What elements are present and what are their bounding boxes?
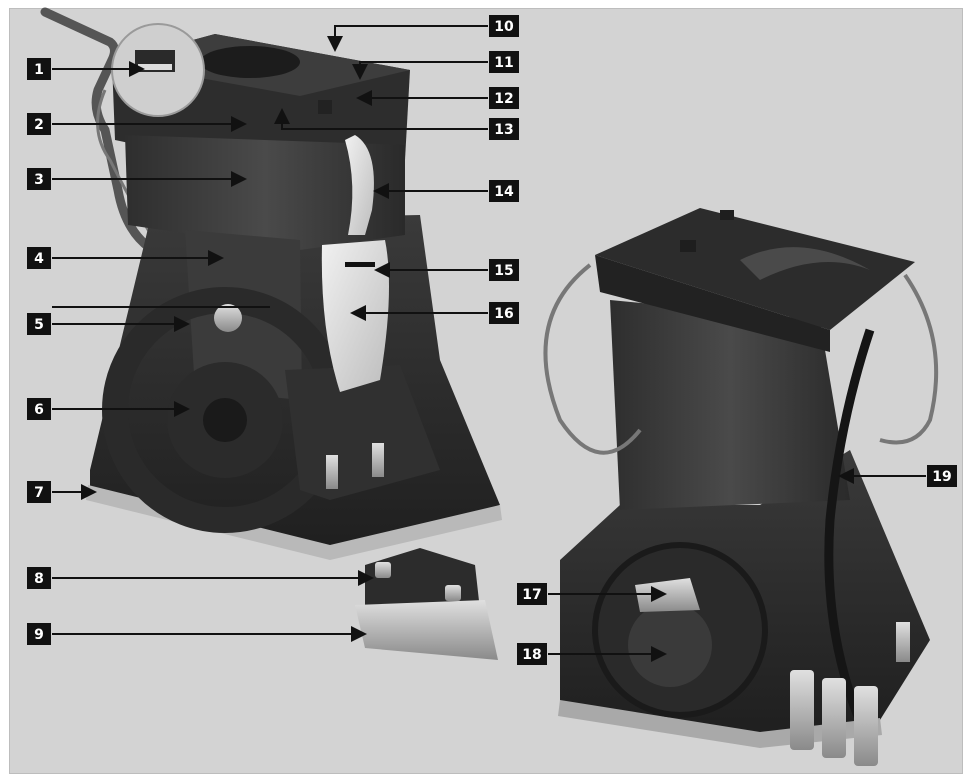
right-device-illustration (543, 208, 939, 766)
callout-4: 4 (27, 247, 51, 269)
callout-label: 1 (34, 62, 44, 78)
callout-label: 8 (34, 571, 44, 587)
clamp-plate (355, 600, 498, 660)
callout-label: 13 (494, 122, 513, 138)
arrow-11 (352, 61, 488, 80)
callout-label: 7 (34, 485, 44, 501)
callout-label: 16 (494, 306, 513, 322)
left-device-illustration (40, 7, 502, 560)
callout-19: 19 (927, 465, 957, 487)
arrow-10 (327, 25, 488, 52)
callout-18: 18 (517, 643, 547, 665)
rear-cover-side (595, 255, 830, 352)
rear-body (610, 300, 850, 510)
callout-5: 5 (27, 313, 51, 335)
callout-15: 15 (489, 259, 519, 281)
callout-label: 5 (34, 317, 44, 333)
callout-label: 10 (494, 19, 514, 35)
callout-16: 16 (489, 302, 519, 324)
callout-label: 6 (34, 402, 44, 418)
callout-label: 9 (34, 627, 44, 643)
knob-10 (318, 100, 332, 114)
callout-13: 13 (489, 118, 519, 140)
lever-slot (345, 262, 375, 267)
base-plate (86, 485, 502, 560)
callout-17: 17 (517, 583, 547, 605)
rail (185, 230, 302, 400)
clamp-illustration (355, 548, 498, 660)
cylinder (790, 670, 814, 750)
callout-label: 3 (34, 172, 44, 188)
rear-knob (680, 240, 696, 252)
callout-2: 2 (27, 113, 51, 135)
callout-label: 2 (34, 117, 44, 133)
rear-bolt (896, 622, 910, 662)
rear-wire (543, 263, 642, 455)
cover-logo-swoosh (740, 247, 870, 280)
callout-label: 11 (494, 55, 513, 71)
rear-wire (879, 273, 939, 445)
callout-label: 18 (522, 647, 541, 663)
motor-body (125, 135, 405, 250)
pulley (214, 304, 242, 332)
bolt (372, 443, 384, 477)
arrow-13 (274, 108, 488, 130)
clamp-bolt (445, 585, 461, 601)
rear-hub (628, 603, 712, 687)
callout-8: 8 (27, 567, 51, 589)
callout-label: 17 (522, 587, 541, 603)
callout-6: 6 (27, 398, 51, 420)
callout-arrows (52, 25, 926, 662)
callout-label: 12 (494, 91, 513, 107)
callout-1: 1 (27, 58, 51, 80)
callout-7: 7 (27, 481, 51, 503)
callout-9: 9 (27, 623, 51, 645)
cover-dome (200, 46, 300, 78)
gear-box (285, 365, 440, 500)
callout-label: 14 (494, 184, 514, 200)
cylinder (854, 686, 878, 766)
callout-label: 4 (34, 251, 44, 267)
callout-3: 3 (27, 168, 51, 190)
cylinder (822, 678, 846, 758)
callout-label: 15 (494, 263, 513, 279)
rear-knob (720, 210, 734, 220)
callout-14: 14 (489, 180, 519, 202)
callout-10: 10 (489, 15, 519, 37)
clamp-bolt (375, 562, 391, 578)
rear-cable (824, 328, 875, 742)
callout-11: 11 (489, 51, 519, 73)
bolt (326, 455, 338, 489)
callout-label: 19 (932, 469, 951, 485)
callout-12: 12 (489, 87, 519, 109)
strap-14 (345, 135, 374, 235)
